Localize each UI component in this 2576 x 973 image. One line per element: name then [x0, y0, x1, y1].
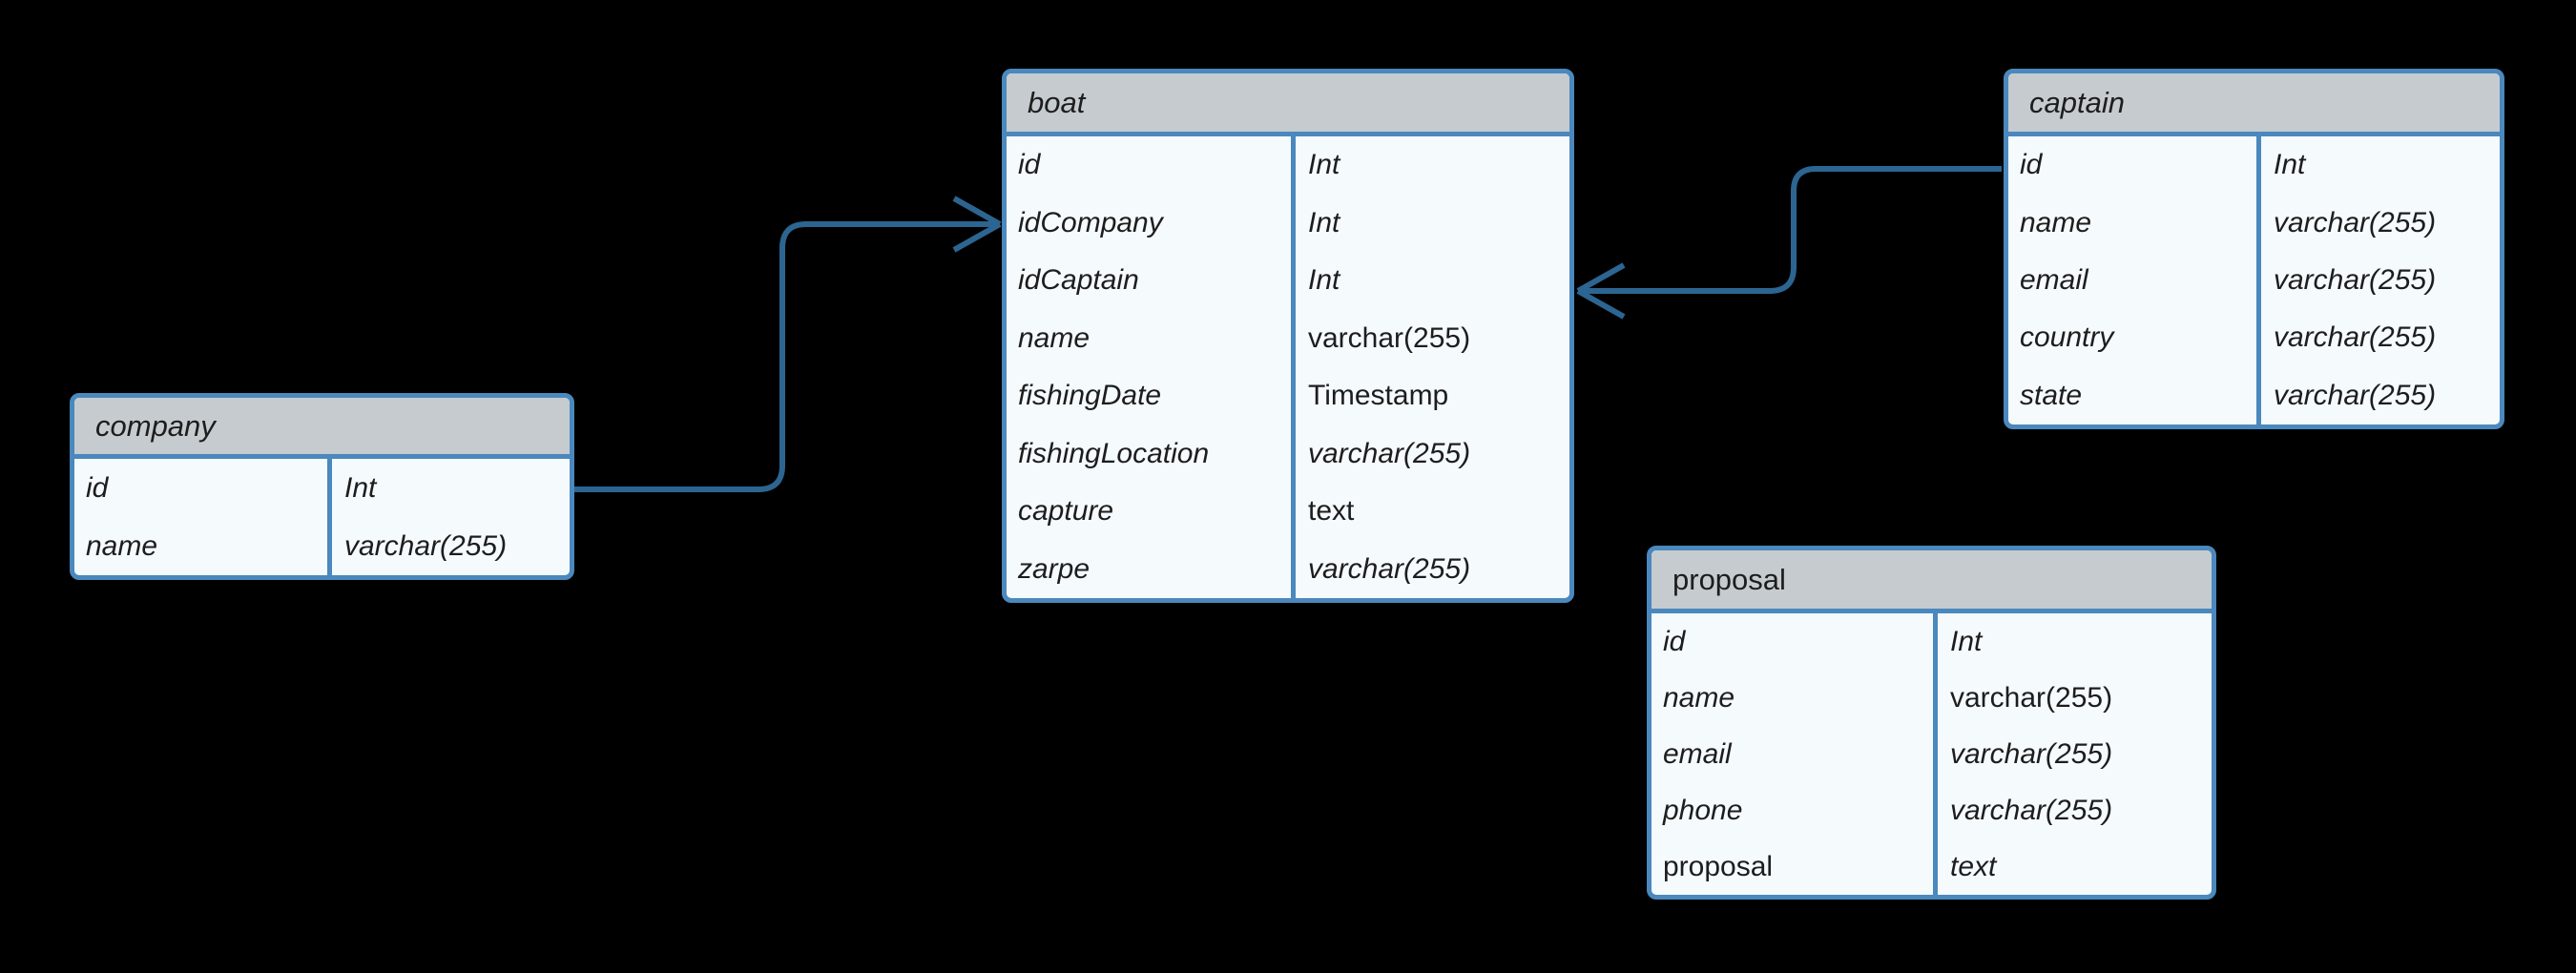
field-name: name: [2020, 206, 2092, 238]
field-type: Int: [2274, 149, 2306, 181]
field-name: email: [2020, 263, 2088, 296]
field-row[interactable]: name varchar(255): [74, 517, 570, 575]
field-row[interactable]: id Int: [74, 459, 570, 517]
field-row[interactable]: idCompany Int: [1007, 195, 1569, 253]
field-name: id: [86, 471, 109, 504]
field-type: varchar(255): [1950, 737, 2113, 770]
field-name: idCaptain: [1018, 264, 1139, 297]
field-type: Int: [1308, 264, 1340, 297]
entity-table-company[interactable]: company id Int name varchar(255): [70, 393, 574, 580]
field-name: id: [2020, 149, 2043, 181]
entity-table-captain[interactable]: captain id Int name varchar(255) email varchar…: [2004, 69, 2504, 429]
field-name: id: [1663, 625, 1686, 657]
field-type: Int: [1308, 206, 1340, 238]
entity-title-captain: captain: [2008, 73, 2500, 136]
field-name: country: [2020, 321, 2114, 354]
field-row[interactable]: name varchar(255): [1652, 670, 2212, 726]
field-type: Int: [344, 471, 377, 504]
field-name: phone: [1663, 794, 1743, 826]
field-row[interactable]: email varchar(255): [2008, 252, 2500, 309]
field-name: name: [1663, 681, 1735, 714]
field-type: varchar(255): [2274, 263, 2437, 296]
field-type: Timestamp: [1308, 380, 1449, 412]
field-name: zarpe: [1018, 552, 1091, 585]
field-row[interactable]: fishingLocation varchar(255): [1007, 425, 1569, 484]
column-divider: [1291, 136, 1296, 598]
field-type: varchar(255): [2274, 321, 2437, 354]
field-name: capture: [1018, 495, 1114, 528]
field-type: Int: [1308, 149, 1340, 181]
field-row[interactable]: country varchar(255): [2008, 309, 2500, 366]
field-name: id: [1018, 149, 1041, 181]
column-divider: [2256, 136, 2261, 424]
field-row[interactable]: id Int: [1007, 136, 1569, 195]
field-row[interactable]: capture text: [1007, 483, 1569, 541]
field-type: text: [1950, 850, 1997, 882]
field-name: name: [86, 529, 158, 562]
column-divider: [1933, 613, 1938, 895]
entity-fields-company: id Int name varchar(255): [74, 459, 570, 575]
field-row[interactable]: id Int: [2008, 136, 2500, 194]
field-name: fishingLocation: [1018, 437, 1210, 469]
column-divider: [327, 459, 332, 575]
field-type: text: [1308, 495, 1355, 528]
field-name: proposal: [1663, 850, 1774, 882]
relationship-boat-to-captain[interactable]: [1576, 166, 2002, 320]
entity-title-boat: boat: [1007, 73, 1569, 136]
field-name: state: [2020, 379, 2083, 411]
field-row[interactable]: idCaptain Int: [1007, 252, 1569, 310]
field-row[interactable]: id Int: [1652, 613, 2212, 670]
field-name: email: [1663, 737, 1732, 770]
field-type: varchar(255): [1308, 552, 1471, 585]
entity-title-company: company: [74, 398, 570, 459]
entity-title-proposal: proposal: [1652, 550, 2212, 613]
field-row[interactable]: name varchar(255): [2008, 194, 2500, 251]
field-row[interactable]: state varchar(255): [2008, 367, 2500, 424]
field-type: varchar(255): [2274, 379, 2437, 411]
relationship-company-to-boat[interactable]: [574, 196, 1002, 492]
field-type: varchar(255): [1308, 321, 1471, 354]
entity-table-proposal[interactable]: proposal id Int name varchar(255) email varcha…: [1647, 546, 2216, 900]
field-name: name: [1018, 321, 1091, 354]
field-name: fishingDate: [1018, 380, 1162, 412]
field-name: idCompany: [1018, 206, 1163, 238]
field-row[interactable]: name varchar(255): [1007, 310, 1569, 368]
field-row[interactable]: email varchar(255): [1652, 726, 2212, 782]
field-row[interactable]: phone varchar(255): [1652, 782, 2212, 838]
field-type: varchar(255): [1950, 794, 2113, 826]
field-type: varchar(255): [1308, 437, 1471, 469]
field-row[interactable]: fishingDate Timestamp: [1007, 367, 1569, 425]
field-type: varchar(255): [1950, 681, 2113, 714]
field-row[interactable]: zarpe varchar(255): [1007, 541, 1569, 599]
field-type: Int: [1950, 625, 1983, 657]
field-type: varchar(255): [2274, 206, 2437, 238]
field-row[interactable]: proposal text: [1652, 838, 2212, 895]
field-type: varchar(255): [344, 529, 508, 562]
